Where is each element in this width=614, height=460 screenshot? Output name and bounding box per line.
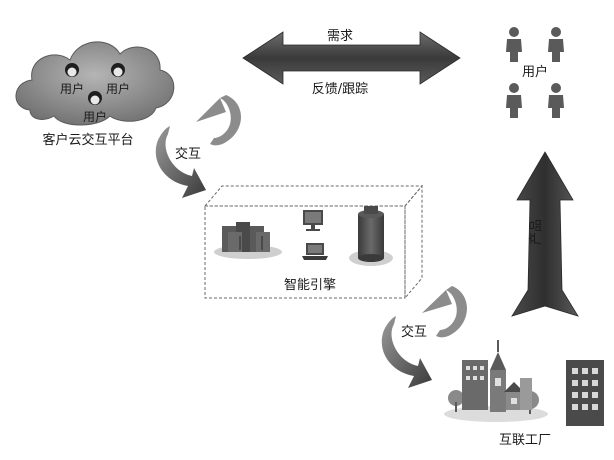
desktop-computer-icon xyxy=(303,210,323,231)
cloud-caption: 客户云交互平台 xyxy=(42,132,133,148)
smart-engine-box xyxy=(203,184,424,300)
cloud-user-avatar-3 xyxy=(88,91,102,105)
server-cluster-icon xyxy=(214,222,282,259)
double-arrow-icon xyxy=(242,31,461,85)
customer-cloud xyxy=(15,41,175,126)
product-label: 产品 xyxy=(529,219,544,245)
factory-label: 互联工厂 xyxy=(499,433,551,448)
laptop-icon xyxy=(302,243,328,260)
cloud-user-avatar-1 xyxy=(65,63,79,77)
feedback-label: 反馈/跟踪 xyxy=(312,82,368,97)
users-group-icon xyxy=(506,27,564,118)
demand-label: 需求 xyxy=(327,29,353,44)
supercomputer-tower-icon xyxy=(349,206,393,266)
users-group-label: 用户 xyxy=(522,64,548,80)
interaction-label-top: 交互 xyxy=(175,146,201,162)
cloud-user-label-2: 用户 xyxy=(106,81,130,96)
smart-engine-label: 智能引擎 xyxy=(284,278,336,293)
factory-buildings-icon xyxy=(444,340,548,422)
interaction-cycle-icon-top xyxy=(155,95,241,198)
cloud-user-label-1: 用户 xyxy=(60,81,84,96)
office-building-icon xyxy=(566,360,604,426)
interaction-cycle-icon-bottom xyxy=(381,286,467,388)
interaction-label-bottom: 交互 xyxy=(401,324,427,340)
cloud-user-avatar-2 xyxy=(111,63,125,77)
product-arrow-icon xyxy=(511,151,579,317)
cloud-user-label-3: 用户 xyxy=(83,109,107,124)
